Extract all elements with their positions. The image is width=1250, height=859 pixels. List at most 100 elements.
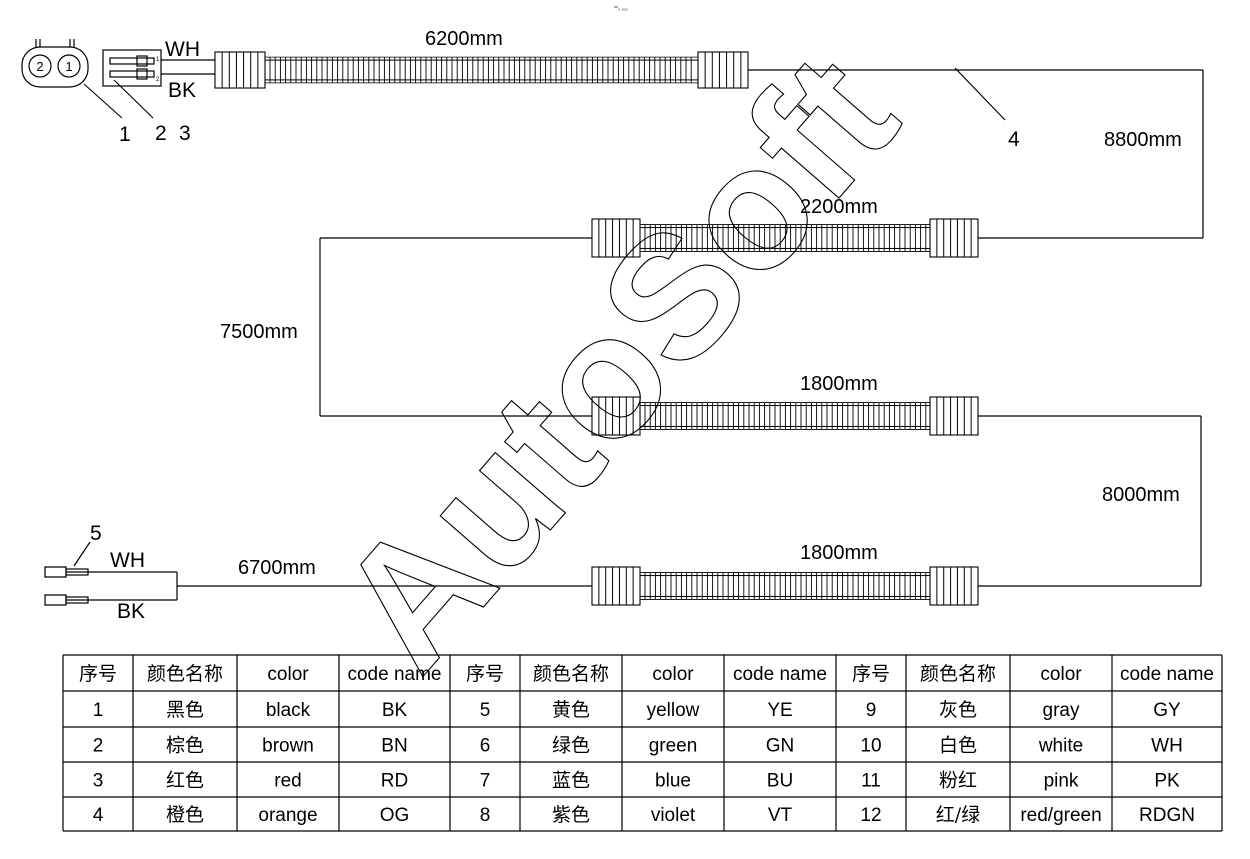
table-cell: VT: [768, 805, 793, 826]
callout-1: 1: [119, 123, 131, 146]
dim-2200: 2200mm: [800, 196, 878, 218]
table-cell: RDGN: [1139, 805, 1195, 826]
table-header-cell: 序号: [79, 663, 117, 685]
table-header-cell: code name: [733, 664, 827, 685]
pin-label-1: 1: [65, 59, 72, 74]
table-cell: 8: [480, 805, 491, 826]
table-cell: YE: [767, 700, 792, 721]
pin-circle-1: [57, 54, 81, 78]
leader-4: [954, 67, 1006, 121]
table-header-cell: 颜色名称: [533, 663, 609, 685]
table-cell: orange: [258, 805, 317, 826]
tube-body: [639, 572, 931, 600]
tube-end-cap: [929, 396, 979, 436]
tube-body: [264, 56, 699, 84]
table-cell: 10: [860, 736, 881, 757]
table-cell: GN: [766, 736, 795, 757]
table-cell: violet: [651, 805, 696, 826]
table-cell: 紫色: [552, 804, 590, 826]
table-cell: 5: [480, 700, 491, 721]
table-cell: BK: [382, 700, 408, 721]
terminal-number-1: 1: [156, 57, 160, 63]
table-header-cell: color: [267, 664, 309, 685]
leader-2: [113, 79, 154, 119]
wire-label-wh-bottom: WH: [110, 549, 145, 572]
leader-5: [73, 541, 91, 567]
wire-label-bk-top: BK: [168, 79, 196, 102]
table-cell: 9: [866, 700, 877, 721]
terminal-block: [102, 49, 215, 87]
table-cell: 灰色: [939, 699, 977, 721]
table-cell: GY: [1153, 700, 1181, 721]
corrugated-tube-1800-lower: [591, 566, 979, 606]
tube-end-cap: [214, 51, 266, 89]
pin-circle-2: [28, 54, 52, 78]
table-cell: pink: [1044, 771, 1079, 792]
table-cell: 3: [93, 771, 104, 792]
dim-7500: 7500mm: [220, 321, 298, 343]
dim-1800-lower: 1800mm: [800, 542, 878, 564]
table-cell: 橙色: [166, 804, 204, 826]
table-cell: PK: [1154, 771, 1180, 792]
callout-2: 2: [155, 122, 167, 145]
table-header-cell: color: [652, 664, 694, 685]
dim-6700: 6700mm: [238, 557, 316, 579]
table-cell: red: [274, 771, 301, 792]
table-header-cell: 颜色名称: [920, 663, 996, 685]
table-cell: yellow: [647, 700, 700, 721]
corrugated-tube-6200: [214, 51, 749, 89]
ring-terminals: [44, 541, 178, 606]
callout-4: 4: [1008, 128, 1020, 151]
dim-8800: 8800mm: [1104, 129, 1182, 151]
dim-1800-upper: 1800mm: [800, 373, 878, 395]
table-cell: WH: [1151, 736, 1183, 757]
table-cell: 棕色: [166, 735, 204, 757]
table-cell: 12: [860, 805, 881, 826]
header-mark: ⁰⁰₀ ₀₀₀: [614, 6, 628, 12]
table-cell: 红色: [166, 770, 204, 792]
table-cell: blue: [655, 771, 691, 792]
wire-label-bk-bottom: BK: [117, 600, 145, 623]
dim-6200: 6200mm: [425, 28, 503, 50]
table-cell: 6: [480, 736, 491, 757]
corrugated-tube-1800-upper: [591, 396, 979, 436]
table-cell: 2: [93, 736, 104, 757]
table-cell: black: [266, 700, 311, 721]
tube-body: [639, 224, 931, 252]
table-header-cell: 序号: [852, 663, 890, 685]
table-cell: green: [649, 736, 698, 757]
tube-end-cap: [697, 51, 749, 89]
table-cell: red/green: [1020, 805, 1101, 826]
dim-8000: 8000mm: [1102, 484, 1180, 506]
terminal-number-2: 2: [156, 77, 160, 83]
tube-end-cap: [929, 218, 979, 258]
table-cell: BU: [767, 771, 793, 792]
table-cell: 黑色: [166, 699, 204, 721]
tube-end-cap: [591, 396, 641, 436]
table-cell: 7: [480, 771, 491, 792]
callout-3: 3: [179, 122, 191, 145]
table-cell: 粉红: [939, 770, 977, 792]
tube-end-cap: [929, 566, 979, 606]
table-cell: BN: [381, 736, 407, 757]
corrugated-tube-2200: [591, 218, 979, 258]
callout-5: 5: [90, 522, 102, 545]
table-header-cell: code name: [347, 664, 441, 685]
table-header-cell: code name: [1120, 664, 1214, 685]
tube-end-cap: [591, 218, 641, 258]
wire-label-wh-top: WH: [165, 38, 200, 61]
pin-label-2: 2: [36, 59, 43, 74]
table-header-cell: 颜色名称: [147, 663, 223, 685]
table-cell: OG: [380, 805, 410, 826]
table-header-cell: 序号: [466, 663, 504, 685]
table-cell: brown: [262, 736, 314, 757]
connector-housing: [21, 39, 89, 88]
table-cell: 4: [93, 805, 104, 826]
leader-1: [83, 83, 123, 119]
table-cell: white: [1038, 736, 1083, 757]
table-header-cell: color: [1040, 664, 1082, 685]
table-cell: RD: [381, 771, 408, 792]
table-cell: 白色: [939, 735, 977, 757]
tube-end-cap: [591, 566, 641, 606]
